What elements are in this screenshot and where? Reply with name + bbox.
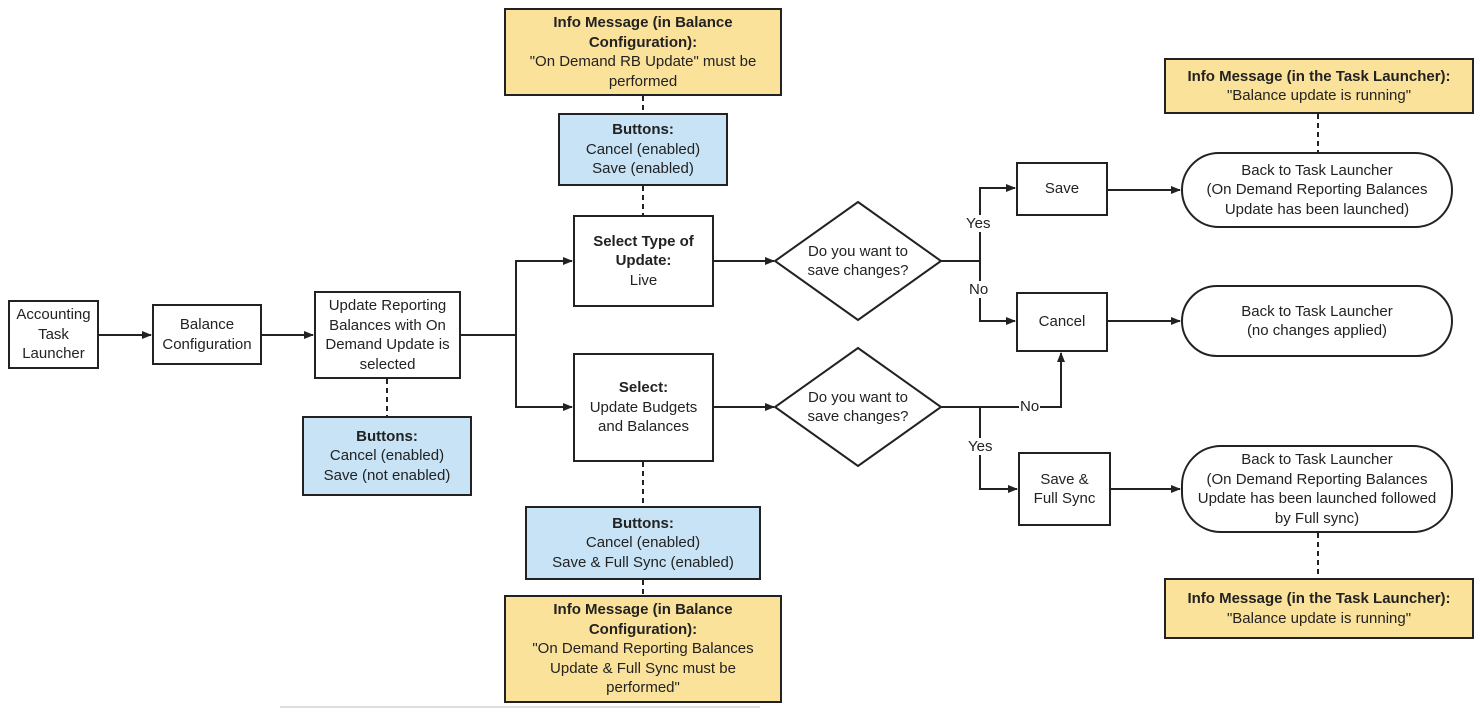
decision-top-shape bbox=[773, 200, 943, 322]
buttons-top-note: Buttons: Cancel (enabled) Save (enabled) bbox=[558, 113, 728, 186]
select-live-node: Select Type of Update: Live bbox=[573, 215, 714, 307]
select-budgets-node: Select: Update Budgets and Balances bbox=[573, 353, 714, 462]
back-launched-node: Back to Task Launcher (On Demand Reporti… bbox=[1181, 152, 1453, 228]
back-full-sync-node: Back to Task Launcher (On Demand Reporti… bbox=[1181, 445, 1453, 533]
save-full-sync-node: Save & Full Sync bbox=[1018, 452, 1111, 526]
edge-no-to-cancel-bottom bbox=[941, 352, 1065, 408]
accounting-task-launcher-node: Accounting Task Launcher bbox=[8, 300, 99, 369]
decision-top: Do you want to save changes? bbox=[807, 242, 909, 280]
update-selected-node: Update Reporting Balances with On Demand… bbox=[314, 291, 461, 379]
edge-label-no-bottom: No bbox=[1019, 398, 1041, 415]
edge-update-to-budgets bbox=[515, 335, 573, 411]
buttons-left-note: Buttons: Cancel (enabled) Save (not enab… bbox=[302, 416, 472, 496]
decision-bottom: Do you want to save changes? bbox=[807, 388, 909, 426]
balance-configuration-node: Balance Configuration bbox=[152, 304, 262, 365]
info-task-launcher-bottom: Info Message (in the Task Launcher): "Ba… bbox=[1164, 578, 1474, 639]
cancel-node: Cancel bbox=[1016, 292, 1108, 352]
decision-bottom-shape bbox=[773, 346, 943, 468]
info-task-launcher-top: Info Message (in the Task Launcher): "Ba… bbox=[1164, 58, 1474, 114]
buttons-bottom-note: Buttons: Cancel (enabled) Save & Full Sy… bbox=[525, 506, 761, 580]
save-node: Save bbox=[1016, 162, 1108, 216]
edge-label-yes-top: Yes bbox=[965, 215, 992, 232]
back-no-changes-node: Back to Task Launcher (no changes applie… bbox=[1181, 285, 1453, 357]
edge-update-to-live bbox=[461, 257, 573, 336]
info-message-top: Info Message (in Balance Configuration):… bbox=[504, 8, 782, 96]
info-message-bottom: Info Message (in Balance Configuration):… bbox=[504, 595, 782, 703]
edge-label-no-top: No bbox=[968, 281, 990, 298]
edge-label-yes-bottom: Yes bbox=[967, 438, 994, 455]
edge-yes-to-fullsync bbox=[979, 407, 1018, 493]
